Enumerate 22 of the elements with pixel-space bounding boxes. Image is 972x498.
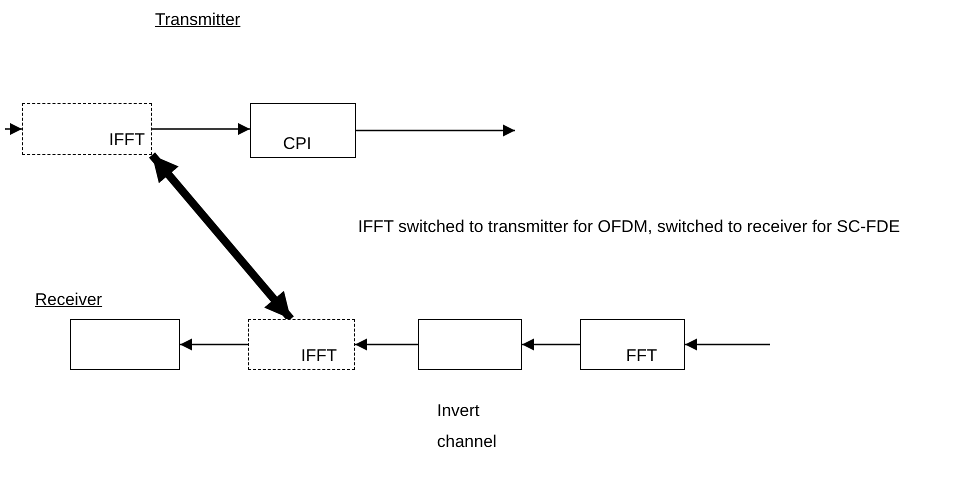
process-box xyxy=(580,319,685,370)
box-label: CPI xyxy=(283,134,312,154)
arrow xyxy=(355,338,418,350)
dashed-process-box xyxy=(248,319,355,370)
arrow xyxy=(356,124,515,136)
box-caption: Invert channel xyxy=(437,400,498,453)
box-label: FFT xyxy=(626,346,658,366)
arrow xyxy=(180,338,248,350)
arrow xyxy=(5,123,22,135)
section-heading: Receiver xyxy=(35,289,102,311)
box-label: IFFT xyxy=(301,346,337,366)
arrow xyxy=(152,123,250,135)
annotation-text: IFFT switched to transmitter for OFDM, switched to receiver for SC-FDE xyxy=(358,216,901,238)
box-label: IFFT xyxy=(109,130,145,150)
arrow xyxy=(685,338,770,350)
arrow xyxy=(522,338,580,350)
process-box xyxy=(250,103,356,158)
double-arrow xyxy=(148,152,294,322)
section-heading: Transmitter xyxy=(155,9,240,31)
process-box xyxy=(418,319,522,370)
dashed-process-box xyxy=(22,103,152,155)
process-box xyxy=(70,319,180,370)
